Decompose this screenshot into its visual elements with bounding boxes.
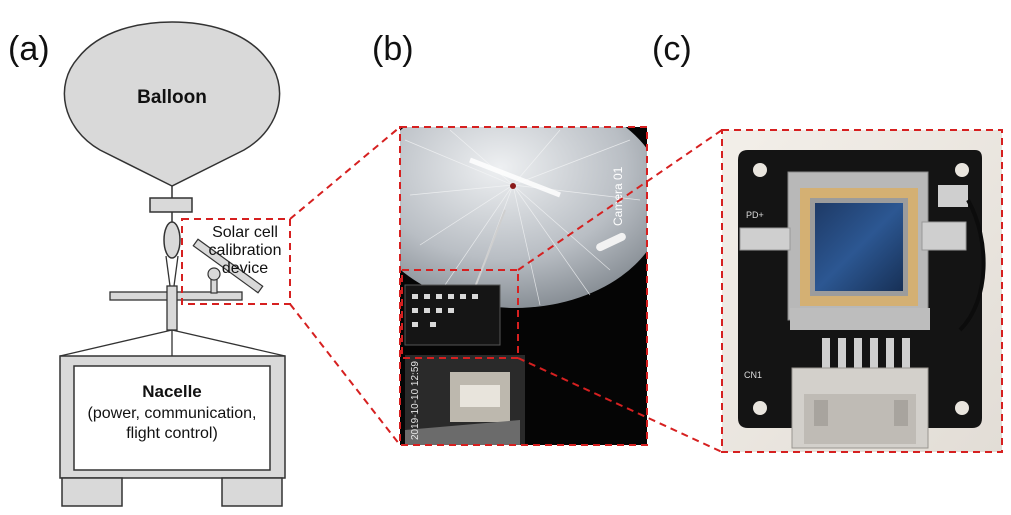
panel-label-a: (a) — [8, 30, 50, 68]
pcb-connector-label: CN1 — [744, 370, 762, 380]
connector-latch-right — [894, 400, 908, 426]
camera-overlay-text: Camera 01 — [611, 166, 625, 226]
balloon-canopy — [400, 127, 647, 308]
nacelle-foot-right — [221, 477, 283, 507]
zoom-lines-b-to-c — [517, 129, 723, 453]
board-components — [412, 294, 478, 327]
panel-label-b: (b) — [372, 30, 414, 68]
device-callout-box — [181, 218, 291, 305]
calibration-device-pivot — [207, 267, 221, 281]
mounting-block-face — [460, 385, 500, 407]
flight-photo: Camera 01 2019-10-10 12:59 — [399, 126, 648, 446]
nacelle-suspension — [59, 329, 286, 357]
solar-cell-photo: PD+ CN1 — [721, 129, 1003, 453]
mast — [166, 285, 178, 331]
foil-tape-left — [739, 227, 791, 251]
foil-tape-bottom — [790, 308, 930, 330]
canopy-highlight — [469, 157, 561, 198]
nacelle-line2: flight control) — [126, 425, 218, 442]
timestamp-overlay-text: 2019-10-10 12:59 — [410, 361, 421, 440]
nacelle-edge — [405, 420, 520, 445]
canopy-center — [510, 183, 516, 189]
device-label-line2: calibration — [209, 242, 282, 259]
foil-tape-top-right — [938, 185, 968, 207]
nacelle-foot-left — [61, 477, 123, 507]
parachute-pod — [163, 221, 181, 259]
balloon-label: Balloon — [137, 87, 207, 108]
schematic-diagram: Balloon Solar cell calibration device Na… — [59, 21, 291, 507]
mount-hole-br — [955, 401, 969, 415]
nacelle-label-box — [73, 365, 271, 471]
photo-b-device-callout — [401, 269, 519, 359]
mount-hole-tr — [955, 163, 969, 177]
canopy-marker — [596, 232, 626, 252]
pcb-pad-label: PD+ — [746, 210, 764, 220]
balloon-connector — [149, 197, 193, 213]
nacelle-title: Nacelle — [142, 382, 202, 401]
cable — [958, 199, 986, 332]
panel-label-c: (c) — [652, 30, 692, 68]
mount-hole-tl — [753, 163, 767, 177]
header-pins — [822, 338, 910, 368]
photo-b-border — [399, 126, 648, 446]
device-label-line3: device — [222, 260, 268, 277]
solar-cell — [815, 203, 903, 291]
mount-hole-bl — [753, 401, 767, 415]
connector-latch-left — [814, 400, 828, 426]
zoom-lines-a-to-b — [289, 126, 401, 446]
calibration-device-plate — [192, 238, 264, 294]
balloon-shape — [63, 21, 281, 187]
suspension-lines — [165, 255, 179, 287]
nacelle-line1: (power, communication, — [88, 405, 257, 422]
foil-tape-right — [921, 221, 967, 251]
device-label-line1: Solar cell — [212, 224, 278, 241]
